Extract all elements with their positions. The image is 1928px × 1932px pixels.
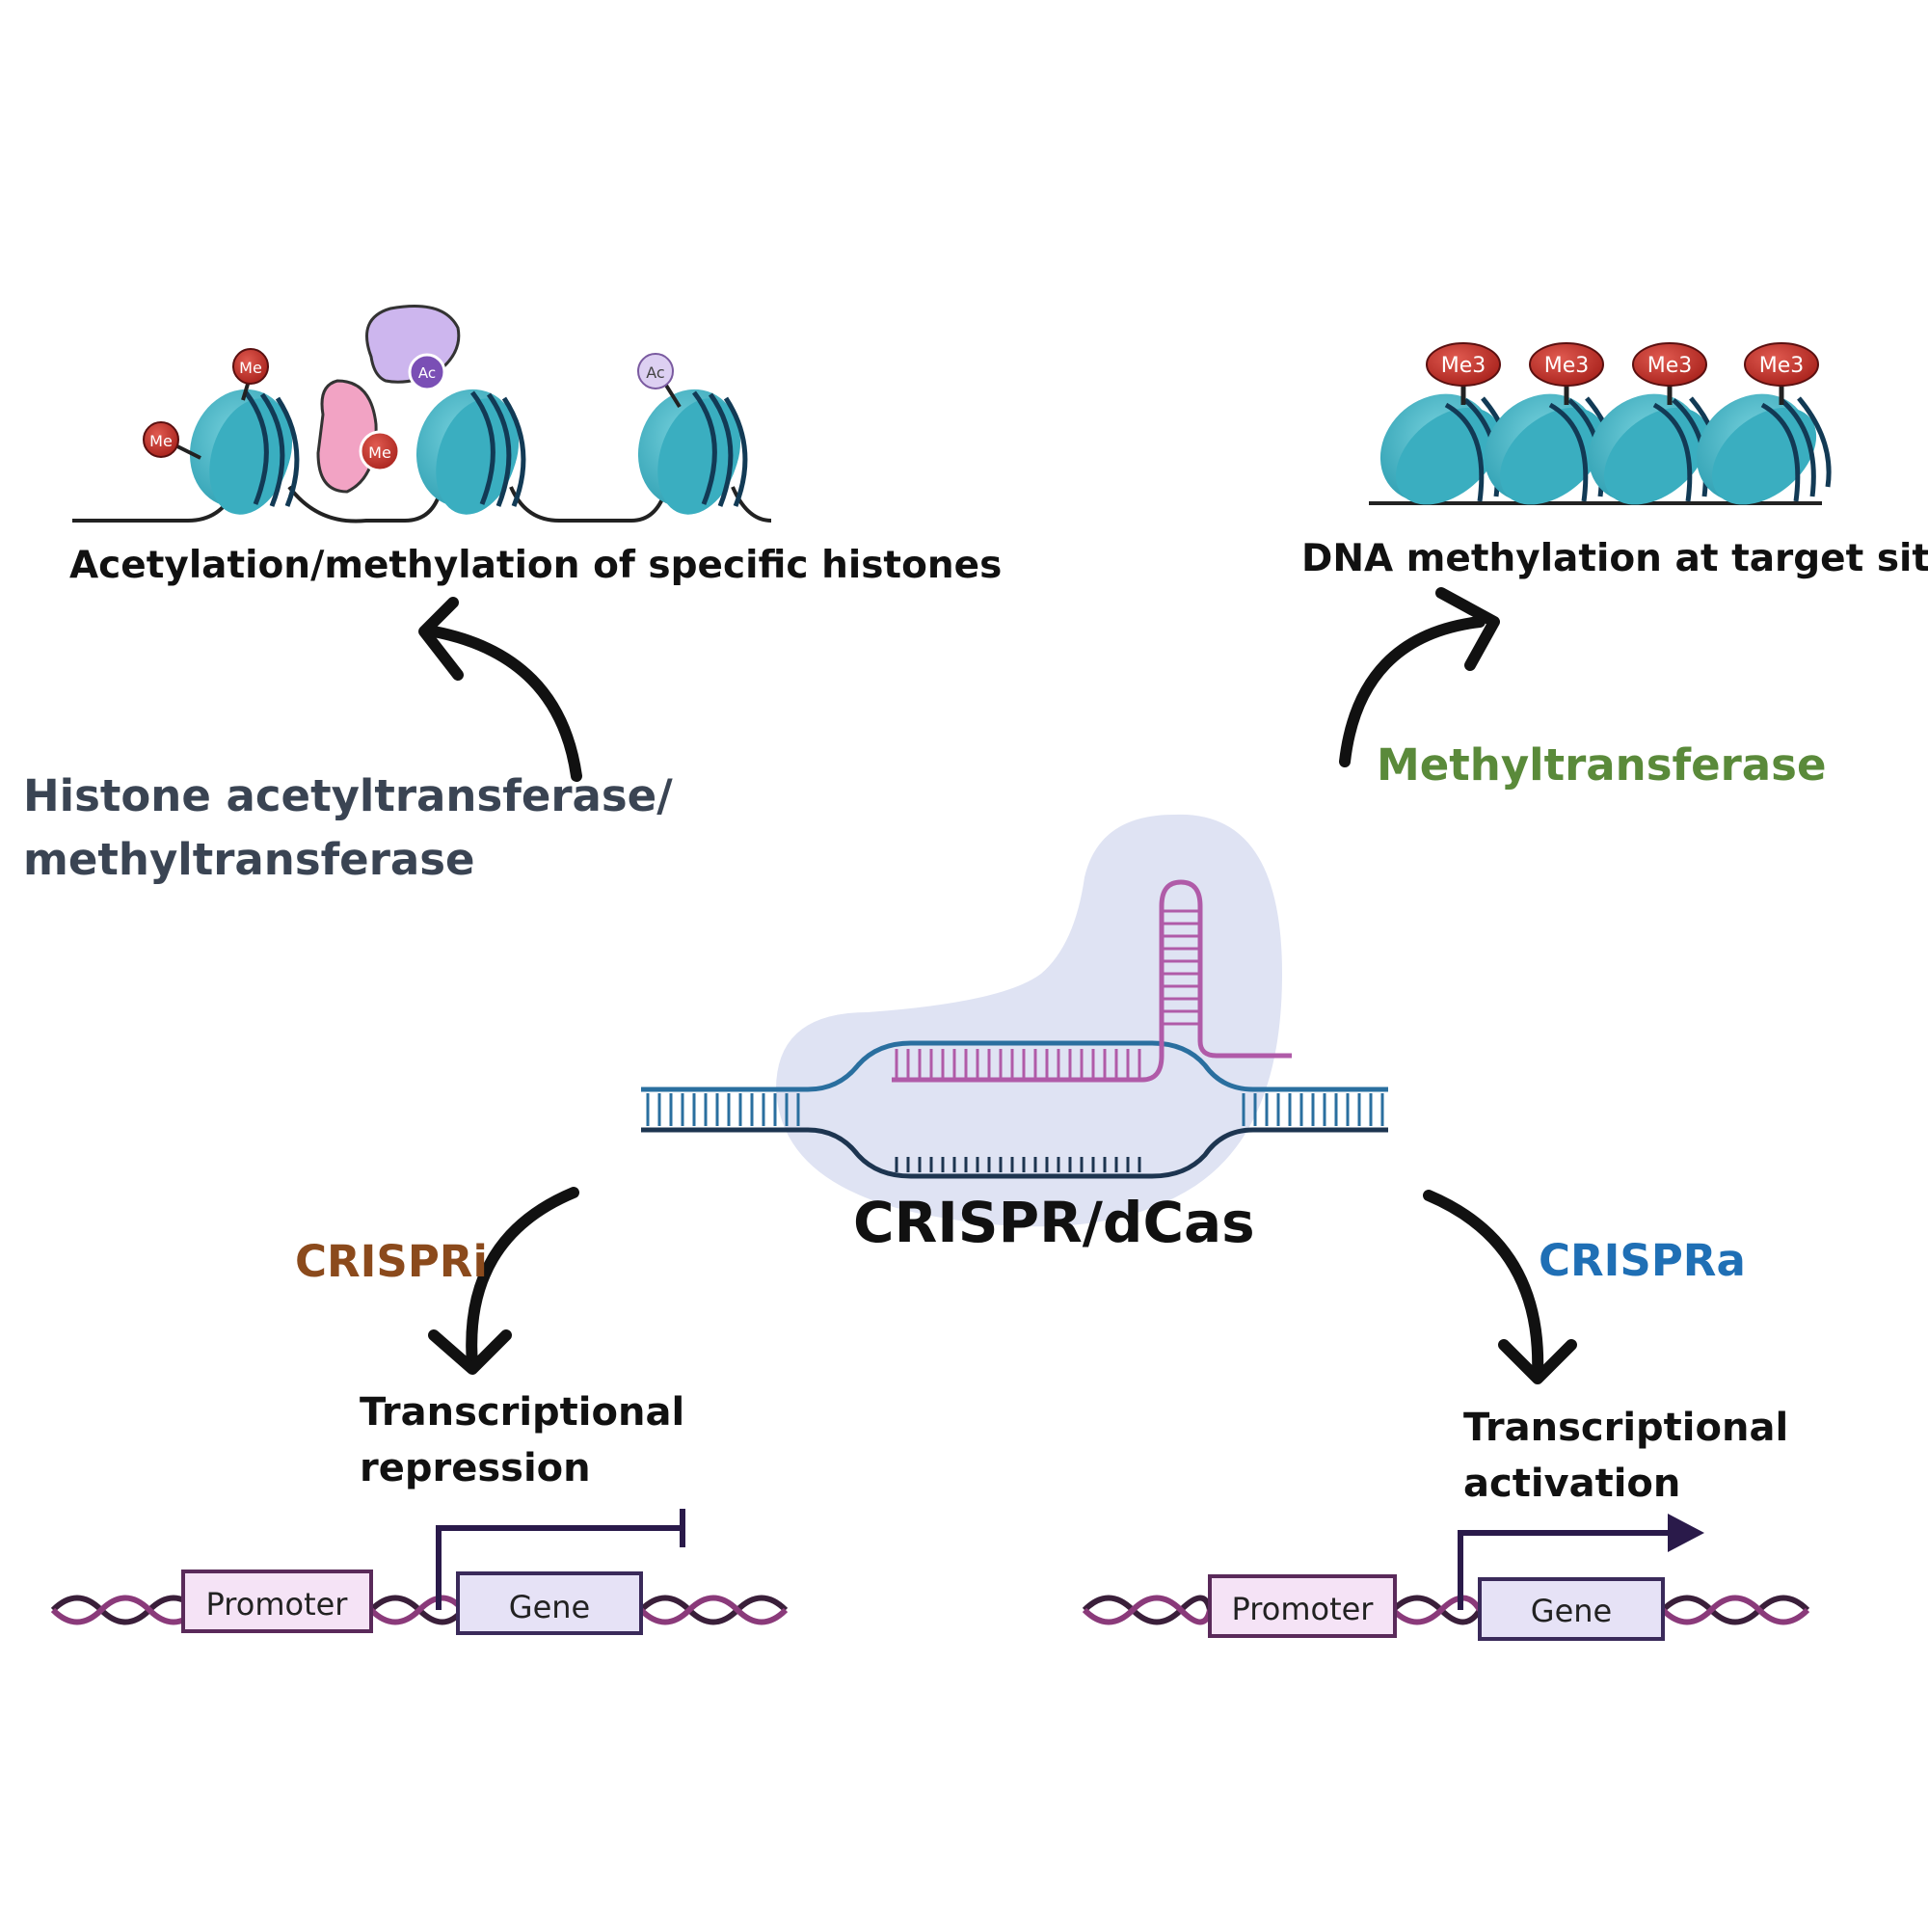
methyl-mark-label: Me xyxy=(368,443,391,462)
trimethyl-mark-label: Me3 xyxy=(1647,354,1693,378)
acetyl-mark-icon xyxy=(408,353,446,391)
crispr-dcas-title: CRISPR/dCas xyxy=(853,1190,1255,1255)
enzyme-pink-icon xyxy=(316,379,378,494)
histone-panel: Me Me Me Ac Ac xyxy=(72,305,772,523)
methyltransferase-label: Methyltransferase xyxy=(1377,739,1827,791)
promoter-label: Promoter xyxy=(1232,1591,1375,1627)
repression-label: Transcriptional xyxy=(360,1390,685,1435)
promoter-label: Promoter xyxy=(206,1586,349,1623)
activation-label: Transcriptional xyxy=(1463,1406,1789,1450)
gene-construct-left: Promoter Gene xyxy=(50,1509,789,1635)
dcas-protein-icon xyxy=(776,814,1282,1227)
transcription-start-line xyxy=(436,1525,683,1610)
chromatin-thread xyxy=(72,485,772,523)
dna-bottom-strand xyxy=(641,1127,1388,1179)
gene-box xyxy=(1478,1577,1665,1641)
guide-rna-hairpin-bases xyxy=(1164,909,1198,1026)
nucleosome-icon xyxy=(1379,393,1515,505)
arrowhead-icon xyxy=(1498,1339,1577,1384)
acetyl-mark-label: Ac xyxy=(646,363,664,382)
trimethyl-mark-label: Me3 xyxy=(1441,354,1486,378)
acetyl-mark-label: Ac xyxy=(418,364,436,382)
nucleosome-icon xyxy=(415,389,526,515)
gene-box xyxy=(456,1571,643,1635)
nucleosome-icon xyxy=(1696,393,1832,505)
dna-methylation-panel: Me3 Me3 Me3 Me3 xyxy=(1369,342,1832,505)
arrowhead-icon xyxy=(1435,587,1500,671)
dna-base-pairs-right xyxy=(1242,1093,1384,1126)
trimethyl-mark-icon xyxy=(1632,342,1707,387)
methyl-mark-label: Me xyxy=(239,359,262,377)
crispri-label: CRISPRi xyxy=(295,1236,488,1287)
dna-base-pairs-left xyxy=(646,1093,800,1126)
trimethyl-mark-label: Me3 xyxy=(1544,354,1590,378)
repression-label-2: repression xyxy=(360,1446,591,1490)
arrowhead-icon xyxy=(418,597,464,681)
arrows xyxy=(418,587,1577,1384)
transcription-start-line xyxy=(1458,1530,1673,1610)
arrowhead-icon xyxy=(428,1329,512,1375)
methyl-mark-icon xyxy=(359,430,401,472)
trimethyl-mark-icon xyxy=(1529,342,1604,387)
promoter-box xyxy=(181,1570,373,1633)
trimethyl-mark-icon xyxy=(1744,342,1819,387)
trimethyl-mark-label: Me3 xyxy=(1759,354,1805,378)
dna-bottom-bases xyxy=(895,1157,1141,1172)
methyl-mark-icon xyxy=(232,348,269,385)
nucleosome-icon xyxy=(637,389,748,515)
crispra-label: CRISPRa xyxy=(1539,1235,1746,1286)
dna-effect-label: DNA methylation at target sites xyxy=(1301,537,1928,580)
promoter-box xyxy=(1208,1574,1397,1638)
dna-top-strand xyxy=(641,1040,1388,1092)
histone-enzyme-label-2: methyltransferase xyxy=(23,834,475,885)
trimethyl-mark-icon xyxy=(1426,342,1501,387)
arrow-to-histone-icon xyxy=(428,626,582,782)
arrow-to-dna-methylation-icon xyxy=(1339,616,1486,767)
dna-helix-strand xyxy=(1082,1595,1810,1625)
methyl-mark-label: Me xyxy=(149,432,173,450)
arrow-to-repression-icon xyxy=(466,1187,579,1370)
histone-enzyme-label: Histone acetyltransferase/ xyxy=(23,770,673,821)
nucleosome-icon xyxy=(1588,393,1724,505)
arrow-to-activation-icon xyxy=(1423,1190,1544,1380)
guide-rna-strand xyxy=(892,879,1292,1083)
dcas-complex xyxy=(641,814,1388,1227)
gene-label: Gene xyxy=(509,1589,590,1625)
histone-effect-label: Acetylation/methylation of specific hist… xyxy=(69,544,1003,587)
activation-arrow-icon xyxy=(1668,1514,1704,1552)
dna-helix-strand xyxy=(50,1595,789,1625)
nucleosome-icon xyxy=(189,389,300,515)
activation-label-2: activation xyxy=(1463,1462,1681,1506)
methyl-mark-icon xyxy=(143,421,179,458)
gene-construct-right: Promoter Gene xyxy=(1082,1514,1810,1641)
acetyl-mark-icon xyxy=(637,353,674,389)
guide-rna-bases xyxy=(895,1049,1141,1078)
gene-label: Gene xyxy=(1531,1593,1612,1629)
